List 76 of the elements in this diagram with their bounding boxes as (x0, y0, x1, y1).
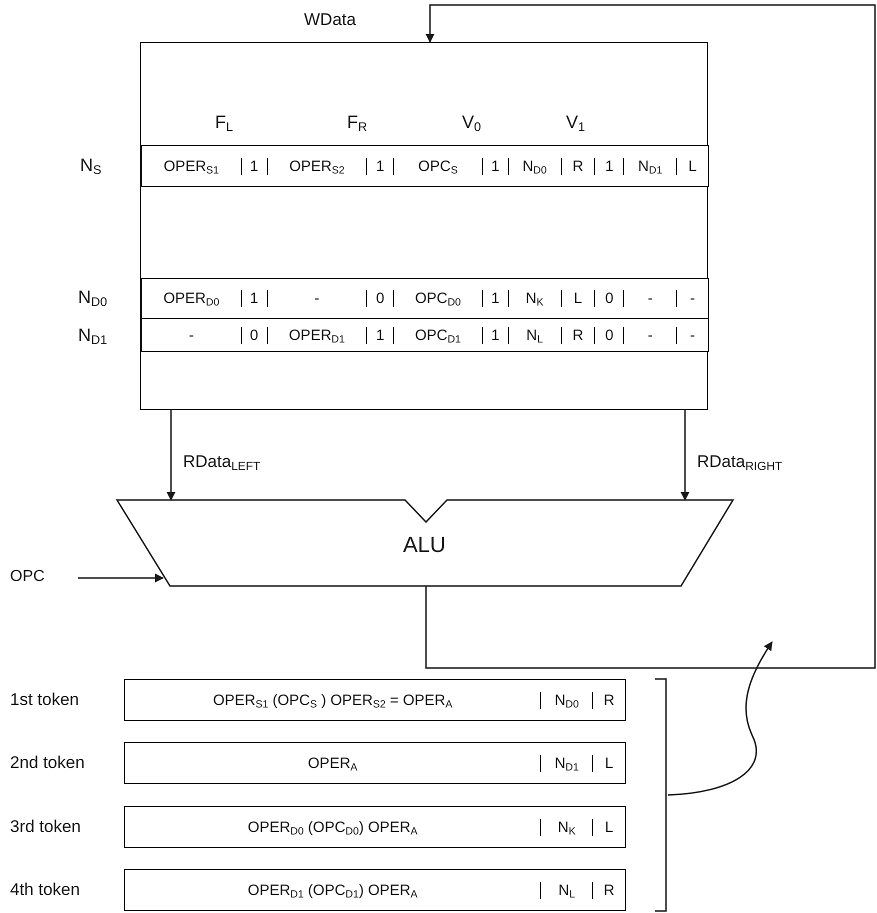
row-label: N$_{S}$ (80, 155, 102, 176)
signal-label: OPC (10, 568, 45, 586)
table-cell: - (268, 290, 368, 307)
table-cell: 1 (482, 326, 509, 344)
row-label: 2nd token (10, 753, 85, 773)
table-cell: OPC$_{D1}$ (394, 326, 483, 344)
token-field: OPER$_{D1}$ (OPC$_{D1}$) OPER$_{A}$ (125, 882, 542, 898)
alu-block (117, 500, 733, 586)
table-cell: 1 (367, 158, 394, 174)
table-cell: N$_{D1}$ (624, 158, 678, 174)
token-field: N$_{D1}$ (541, 754, 594, 772)
row-label: 1st token (10, 690, 79, 710)
bracket (655, 678, 668, 912)
field-label: F$_{L}$ (215, 112, 234, 133)
row-label: 3rd token (10, 817, 81, 837)
token-field: L (593, 818, 625, 836)
table-cell: N$_{D0}$ (508, 158, 562, 174)
table-cell: 1 (367, 326, 394, 344)
arrow (680, 410, 690, 501)
arrow (668, 641, 773, 796)
table-row (141, 278, 709, 319)
table-cell: OPER$_{S1}$ (142, 158, 242, 174)
token-field: R (593, 692, 625, 708)
arrow (78, 574, 164, 582)
table-cell-text: - (689, 290, 696, 307)
table-cell: N$_{L}$ (508, 326, 562, 344)
memory-block (140, 42, 708, 410)
table-cell: 1 (242, 290, 268, 307)
row-label: 4th token (10, 880, 80, 900)
row-label: N$_{D0}$ (78, 287, 108, 308)
token-field: OPER$_{A}$ (125, 754, 542, 772)
token-field: OPER$_{D0}$ (OPC$_{D0}$) OPER$_{A}$ (125, 818, 542, 836)
edge-label: WData (304, 10, 356, 30)
row-label: N$_{D1}$ (78, 325, 108, 346)
token-record (124, 869, 626, 911)
arrow (166, 410, 176, 501)
table-cell: 0 (595, 290, 624, 307)
block-label: ALU (403, 532, 446, 558)
table-cell: 0 (595, 326, 624, 344)
field-label: F$_{R}$ (347, 112, 368, 133)
table-cell: OPER$_{D0}$ (142, 290, 242, 307)
table-cell: - (624, 326, 678, 344)
table-cell-text: - (689, 326, 696, 344)
token-field: N$_{L}$ (541, 882, 594, 898)
table-row (141, 145, 709, 187)
token-record (124, 806, 626, 848)
token-field: N$_{D0}$ (541, 692, 594, 708)
table-cell: R (562, 158, 596, 174)
table-cell: OPC$_{S}$ (394, 158, 483, 174)
table-cell: 1 (482, 158, 509, 174)
edge-label: RData$_{RIGHT}$ (697, 452, 782, 472)
table-cell: 1 (482, 290, 509, 307)
token-record (124, 742, 626, 784)
table-cell: N$_{K}$ (508, 290, 562, 307)
table-cell: L (562, 290, 596, 307)
table-cell: - (142, 326, 242, 344)
token-field: L (593, 754, 625, 772)
table-cell: R (562, 326, 596, 344)
field-label: V$_{1}$ (566, 112, 586, 133)
table-cell: OPER$_{D1}$ (268, 326, 368, 344)
table-cell: OPER$_{S2}$ (268, 158, 368, 174)
table-cell: - (624, 290, 678, 307)
table-cell: 1 (595, 158, 624, 174)
token-field: OPER$_{S1}$ (OPC$_{S}$ ) OPER$_{S2}$ = OPER$_{A}$ (125, 692, 542, 708)
token-field: R (593, 882, 625, 898)
table-row (141, 318, 709, 352)
field-label: V$_{0}$ (462, 112, 482, 133)
token-record (124, 679, 626, 721)
table-cell-text: L (687, 158, 698, 174)
token-field: N$_{K}$ (541, 818, 594, 836)
table-cell: OPC$_{D0}$ (394, 290, 483, 307)
table-cell: 0 (367, 290, 394, 307)
edge-label: RData$_{LEFT}$ (183, 452, 260, 472)
table-cell: 0 (242, 326, 268, 344)
arrow (425, 4, 876, 669)
table-cell: 1 (242, 158, 268, 174)
